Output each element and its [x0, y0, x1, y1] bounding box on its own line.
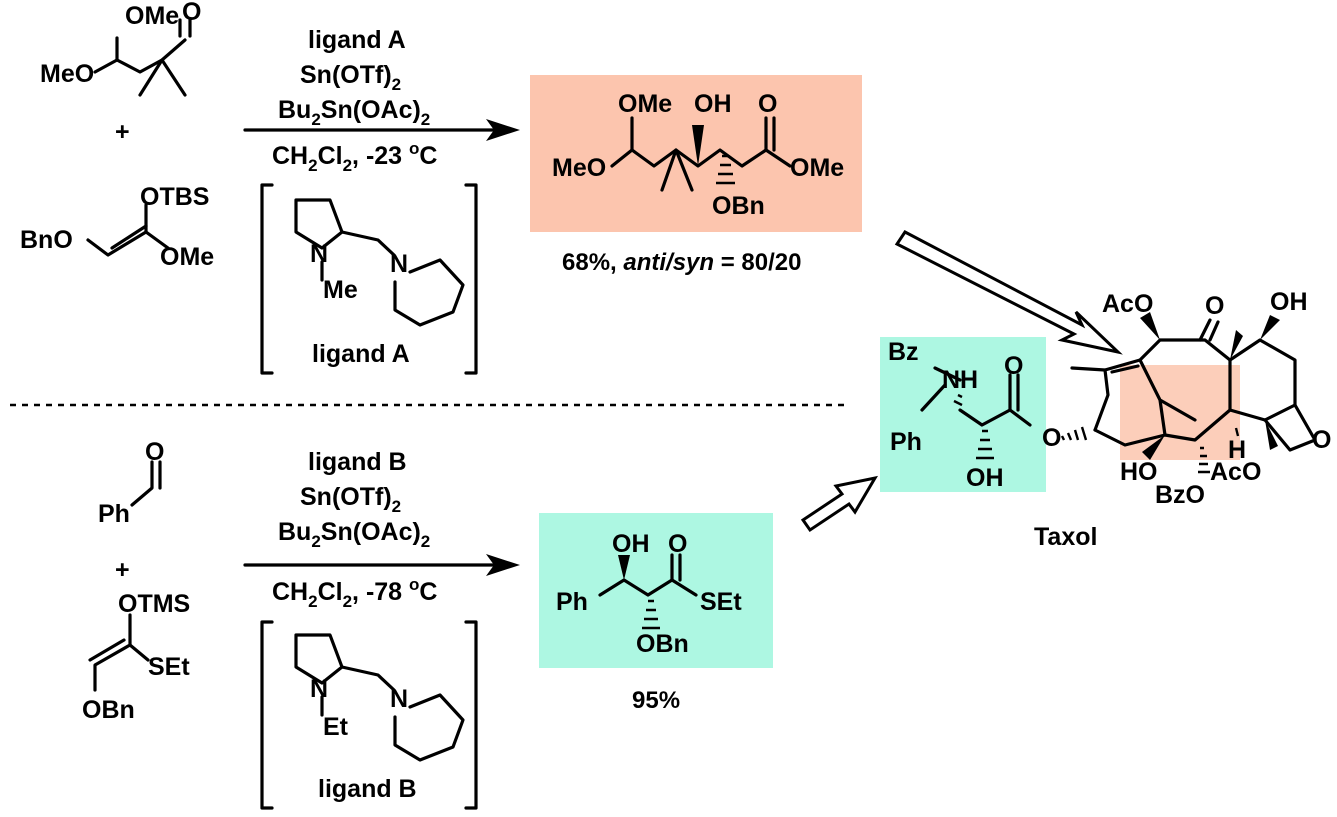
condition-tin-acetate: Bu2Sn(OAc)2 — [278, 518, 430, 551]
product-label: OBn — [712, 192, 765, 220]
condition-tin-triflate: Sn(OTf)2 — [300, 61, 401, 94]
bottom-benzaldehyde-reagent: O Ph — [98, 438, 164, 528]
top-arrow-head — [486, 119, 520, 141]
taxol-core-label: AcO — [1210, 458, 1261, 486]
top-product-highlight — [530, 75, 862, 232]
product-label: OBn — [636, 630, 689, 658]
product-label: MeO — [552, 154, 606, 182]
taxol-sidechain-label: O — [1042, 424, 1061, 452]
condition-ligand-b: ligand B — [308, 448, 407, 476]
plus-sign: + — [115, 556, 130, 584]
product-label: OH — [694, 90, 732, 118]
taxol-sidechain-label: O — [1004, 352, 1023, 380]
product-label: O — [668, 530, 687, 558]
reagent-label: MeO — [40, 60, 94, 88]
ligand-b-structure: N Et N ligand B — [260, 620, 478, 810]
product-label: Ph — [556, 588, 588, 616]
ligand-piperidine-n: N — [390, 685, 408, 713]
product-label: SEt — [700, 588, 742, 616]
reagent-label: OTMS — [118, 590, 190, 618]
reagent-label: O — [182, 0, 201, 26]
taxol-core-label: HO — [1120, 458, 1158, 486]
taxol-core-label: AcO — [1102, 290, 1153, 318]
plus-sign: + — [115, 118, 130, 146]
condition-tin-triflate: Sn(OTf)2 — [300, 483, 401, 516]
reagent-label: OBn — [82, 696, 135, 724]
taxol-sidechain-label: NH — [942, 366, 978, 394]
top-enol-ether-reagent: OTBS BnO OMe — [20, 183, 214, 271]
product-label: OH — [612, 530, 650, 558]
bottom-ketene-acetal-reagent: OTMS SEt OBn — [82, 590, 190, 724]
product-label: O — [758, 90, 777, 118]
ligand-substituent-label: Et — [323, 713, 349, 741]
taxol-sidechain-label: OH — [966, 464, 1004, 492]
reagent-label: BnO — [20, 226, 73, 254]
ligand-a-structure: N Me N ligand A — [260, 183, 478, 375]
ligand-n-label: N — [310, 240, 328, 268]
taxol-core-label: H — [1228, 436, 1246, 464]
condition-tin-acetate: Bu2Sn(OAc)2 — [278, 96, 430, 129]
reagent-label: SEt — [148, 653, 190, 681]
product-label: OMe — [618, 90, 672, 118]
top-aldol-product: OMe OH O MeO OMe OBn — [552, 90, 844, 220]
condition-solvent-temp: CH2Cl2, -78 oC — [272, 575, 437, 611]
hollow-arrow-bottom-to-taxol — [800, 475, 879, 533]
ligand-a-name: ligand A — [312, 340, 410, 368]
hollow-arrow-top-to-taxol — [894, 230, 1123, 355]
top-yield: 68%, anti/syn = 80/20 — [562, 249, 802, 276]
taxol-sidechain-label: Ph — [890, 428, 922, 456]
ligand-b-name: ligand B — [318, 775, 417, 803]
reagent-label: OMe — [125, 2, 179, 30]
taxol-sidechain-label: Bz — [888, 338, 919, 366]
condition-ligand-a: ligand A — [308, 26, 406, 54]
reagent-label: OTBS — [140, 183, 209, 211]
taxol-core-label: O — [1205, 292, 1224, 320]
taxol-core-label: OH — [1270, 288, 1308, 316]
bottom-aldol-product: OH O Ph SEt OBn — [556, 530, 742, 658]
bottom-arrow-head — [486, 554, 520, 576]
ligand-substituent-label: Me — [323, 276, 358, 304]
ligand-piperidine-n: N — [390, 250, 408, 278]
taxol-core: AcO O OH H O HO AcO BzO — [1060, 288, 1331, 509]
reagent-label: OMe — [160, 243, 214, 271]
condition-solvent-temp: CH2Cl2, -23 oC — [272, 139, 437, 175]
bottom-yield: 95% — [632, 687, 680, 714]
taxol-core-label: O — [1312, 426, 1331, 454]
taxol-core-label: BzO — [1155, 481, 1205, 509]
top-aldehyde-reagent: OMe O MeO — [40, 0, 201, 97]
reagent-label: O — [145, 438, 164, 466]
taxol-name: Taxol — [1034, 523, 1097, 551]
taxol-sidechain: Bz NH O Ph O OH — [888, 338, 1061, 492]
reagent-label: Ph — [98, 500, 130, 528]
product-label: OMe — [790, 154, 844, 182]
ligand-n-label: N — [310, 675, 328, 703]
